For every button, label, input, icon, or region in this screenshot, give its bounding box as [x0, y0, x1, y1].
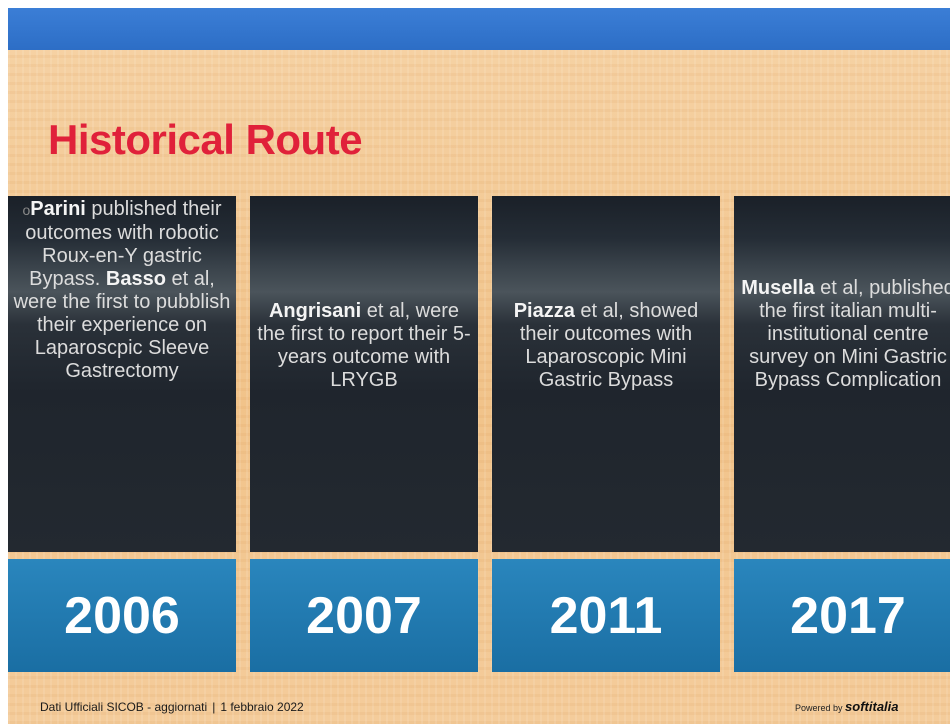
year-band-4: 2017 [734, 559, 950, 672]
year-label: 2006 [64, 586, 180, 645]
description-text: et al, were the first to report their 5-… [257, 300, 471, 391]
description-text: et al, published the first italian multi… [749, 277, 950, 391]
brand-logo-text: softitalia [845, 699, 899, 714]
timeline-column-4: Musella et al, published the first itali… [734, 196, 950, 552]
top-banner [8, 8, 950, 50]
column-text: Angrisani et al, were the first to repor… [250, 300, 478, 392]
timeline-column-1: oParini published their outcomes with ro… [8, 196, 236, 552]
footer-source-text: Dati Ufficiali SICOB - aggiornati [40, 700, 208, 714]
description-text: published their outcomes with robotic Ro… [25, 198, 222, 290]
year-label: 2007 [306, 586, 422, 645]
year-label: 2017 [790, 586, 906, 645]
column-text: Piazza et al, showed their outcomes with… [492, 300, 720, 392]
timeline-column-3: Piazza et al, showed their outcomes with… [492, 196, 720, 552]
slide-title: Historical Route [48, 116, 363, 163]
footer-source: Dati Ufficiali SICOB - aggiornati | 1 febb… [40, 700, 304, 714]
description-text: et al, were the first to pubblish their … [13, 268, 231, 382]
column-text: Musella et al, published the first itali… [734, 277, 950, 392]
year-band-3: 2011 [492, 559, 720, 672]
timeline-column-2: Angrisani et al, were the first to repor… [250, 196, 478, 552]
column-text: oParini published their outcomes with ro… [8, 198, 236, 383]
author-name: Piazza [513, 300, 575, 322]
description-text: et al, showed their outcomes with Laparo… [519, 300, 699, 391]
year-band-1: 2006 [8, 559, 236, 672]
footer-separator: | [212, 700, 216, 714]
year-label: 2011 [549, 586, 663, 645]
powered-by-logo: Powered by softitalia [795, 699, 899, 714]
author-name: Musella [741, 277, 815, 299]
author-name: Parini [30, 198, 86, 220]
footer-date: 1 febbraio 2022 [220, 700, 304, 714]
powered-by-text: Powered by [795, 703, 843, 713]
slide: Historical Route oParini published their… [8, 8, 950, 724]
year-band-2: 2007 [250, 559, 478, 672]
bullet-icon: o [22, 202, 31, 218]
author-name: Angrisani [268, 300, 362, 322]
author-name: Basso [105, 268, 166, 290]
